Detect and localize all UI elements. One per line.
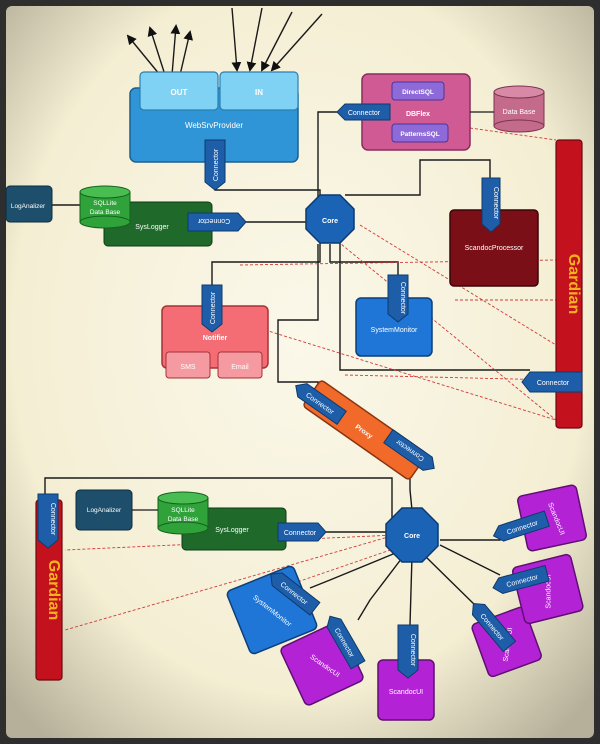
connector-label: Connector	[537, 380, 570, 387]
bottom-gardian[interactable]: Gardian	[35, 499, 63, 681]
scandoc-ui-label: ScandocUI	[389, 689, 423, 696]
patternssql-label: PatternsSQL	[400, 131, 439, 138]
top-system-monitor[interactable]: SystemMonitor	[355, 297, 433, 357]
connector-label: Connector	[210, 291, 217, 324]
system-monitor-connector[interactable]: Connector	[387, 274, 409, 323]
database-cylinder[interactable]: Data Base	[493, 85, 545, 133]
top-sqlite-database[interactable]: SQLLite Data Base	[79, 185, 131, 229]
in-label: IN	[255, 88, 263, 97]
dbflex-connector[interactable]: Connector	[336, 103, 391, 121]
sqlite-label-line1: SQLLite	[93, 200, 117, 207]
top-gardian-connector[interactable]: Connector	[521, 371, 583, 393]
paper-background	[6, 6, 594, 738]
connector-label: Connector	[399, 282, 406, 315]
out-port[interactable]: OUT	[139, 71, 219, 111]
top-core-node[interactable]: Core	[305, 194, 355, 244]
top-syslogger-connector[interactable]: Connector	[187, 212, 247, 232]
top-gardian[interactable]: Gardian	[555, 139, 583, 429]
scandoc-ui-5-connector[interactable]: Connector	[491, 510, 550, 544]
sqlite-label-line2: Data Base	[90, 209, 121, 216]
core-label: Core	[404, 533, 420, 540]
sqlite-label-line1: SQLLite	[171, 507, 195, 514]
scandoc-processor-label: ScandocProcessor	[465, 245, 524, 252]
bottom-syslogger-connector[interactable]: Connector	[277, 522, 327, 542]
core-label: Core	[322, 218, 338, 225]
scandoc-ui-5[interactable]: ScandocUI	[517, 484, 587, 552]
email-box[interactable]: Email	[217, 351, 263, 379]
in-port[interactable]: IN	[219, 71, 299, 111]
scandoc-ui-4-connector[interactable]: Connector	[491, 564, 550, 596]
scandoc-ui-2-connector[interactable]: Connector	[397, 624, 419, 679]
gardian-label: Gardian	[565, 254, 582, 314]
sqlite-label-line2: Data Base	[168, 516, 199, 523]
bottom-core-node[interactable]: Core	[385, 507, 439, 563]
connector-label: Connector	[492, 187, 499, 220]
directsql-box[interactable]: DirectSQL	[391, 81, 445, 101]
connector-label: Connector	[409, 634, 416, 667]
notifier-label: Notifier	[203, 335, 228, 342]
loganalizer-label: LogAnalizer	[87, 507, 122, 514]
top-loganalizer[interactable]: LogAnalizer	[5, 185, 53, 223]
connector-label: Connector	[213, 148, 220, 181]
system-monitor-label: SystemMonitor	[371, 327, 418, 334]
connector-label: Connector	[49, 503, 56, 536]
scandoc-ui-3-connector[interactable]: Connector	[467, 598, 517, 653]
bottom-gardian-connector[interactable]: Connector	[37, 493, 59, 549]
connector-label: Connector	[284, 530, 317, 537]
directsql-label: DirectSQL	[402, 89, 434, 96]
webservice-connector[interactable]: Connector	[204, 139, 226, 191]
bottom-sqlite-database[interactable]: SQLLite Data Base	[157, 491, 209, 535]
connector-label: Connector	[348, 110, 381, 117]
syslogger-label: SysLogger	[215, 527, 249, 534]
sms-box[interactable]: SMS	[165, 351, 211, 379]
database-label: Data Base	[503, 109, 536, 116]
out-label: OUT	[171, 88, 188, 97]
scandoc-processor-connector[interactable]: Connector	[481, 177, 501, 233]
patternssql-box[interactable]: PatternsSQL	[391, 123, 449, 143]
scandoc-ui-label: ScandocUI	[545, 574, 552, 608]
bottom-loganalizer[interactable]: LogAnalizer	[75, 489, 133, 531]
syslogger-label: SysLogger	[135, 224, 169, 231]
loganalizer-label: LogAnalizer	[11, 203, 46, 210]
sms-label: SMS	[180, 364, 196, 371]
gardian-label: Gardian	[45, 560, 62, 620]
notifier-connector[interactable]: Connector	[201, 284, 223, 333]
email-label: Email	[231, 364, 249, 371]
webservice-label: WebSrvProvider	[185, 121, 243, 130]
connector-label: Connector	[197, 217, 230, 224]
dbflex-label: DBFlex	[406, 111, 430, 118]
